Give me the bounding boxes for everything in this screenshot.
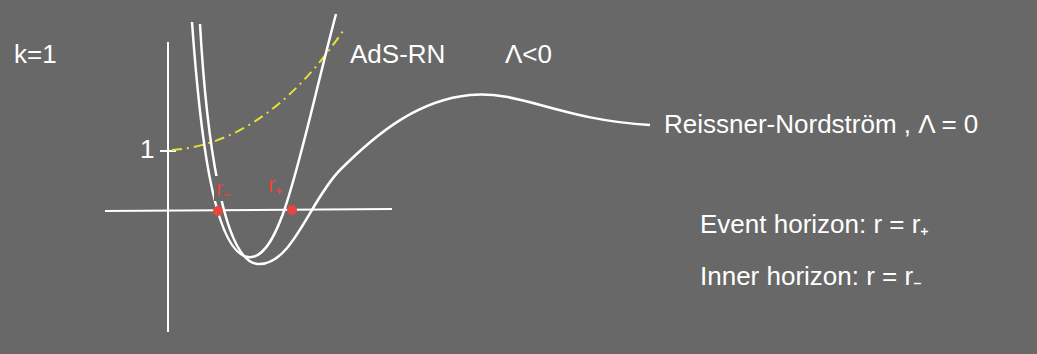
note: Inner horizon: r = r₋ [700,262,922,292]
note: Event horizon: r = r₊ [700,210,929,240]
horizontal-axis [105,209,392,211]
event-horizon-dot [287,205,297,215]
inner-horizon-dot [213,206,223,216]
curve-name: AdS-RN [350,40,445,70]
curvature-label: k=1 [14,40,57,70]
horizon-label: r₋ [214,176,232,201]
horizon-label: r₊ [266,172,284,197]
ads-rn-curve [192,14,336,257]
rn-curve [200,24,650,264]
cosmological-constant: Λ<0 [505,40,552,70]
axis-value: 1 [140,135,154,165]
curve-name: Reissner-Nordström , Λ = 0 [664,110,978,140]
vertical-axis [167,42,169,332]
